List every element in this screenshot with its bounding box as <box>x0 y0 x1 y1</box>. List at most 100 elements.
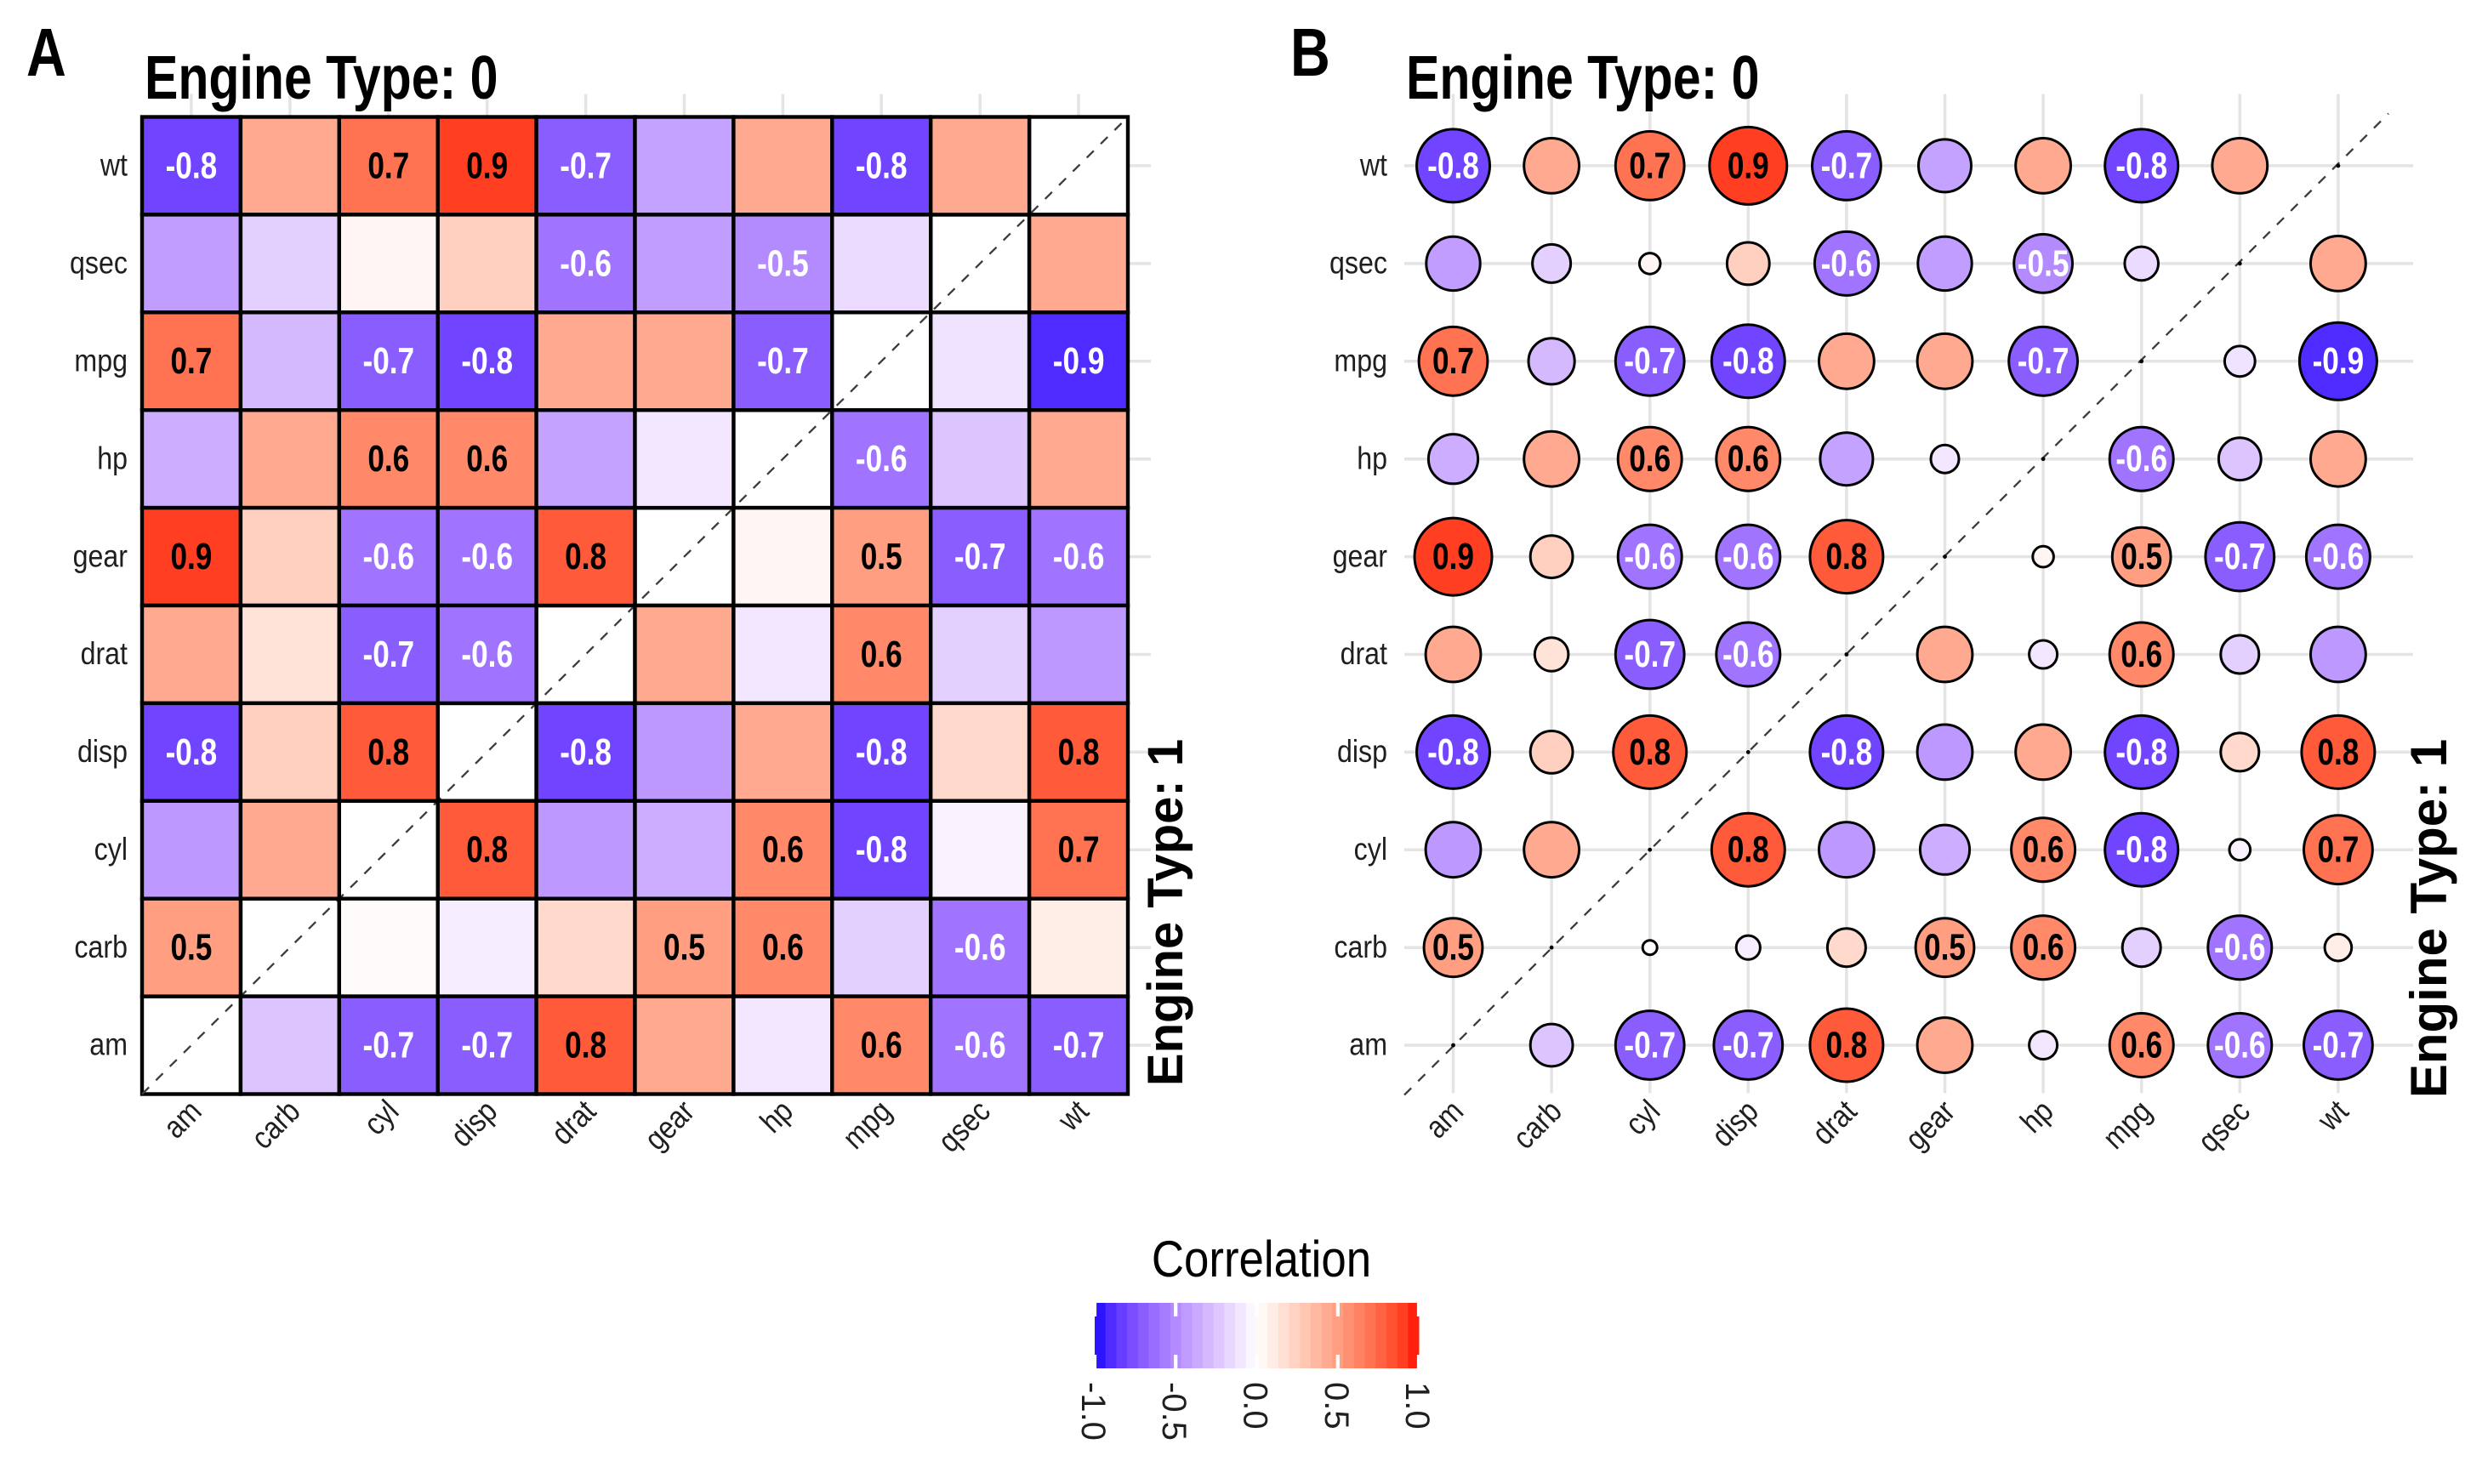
svg-text:-0.7: -0.7 <box>1624 1025 1676 1066</box>
svg-text:0.8: 0.8 <box>1825 536 1867 577</box>
svg-text:-0.8: -0.8 <box>1427 145 1479 187</box>
svg-text:-0.6: -0.6 <box>461 536 513 577</box>
svg-text:0.6: 0.6 <box>762 927 804 969</box>
svg-text:-0.7: -0.7 <box>1624 341 1676 383</box>
svg-text:-0.7: -0.7 <box>2313 1025 2365 1066</box>
svg-text:drat: drat <box>1341 637 1388 672</box>
svg-text:-0.6: -0.6 <box>362 536 414 577</box>
svg-text:-0.8: -0.8 <box>856 145 908 187</box>
svg-text:0.8: 0.8 <box>367 731 409 773</box>
svg-text:-0.7: -0.7 <box>1722 1025 1774 1066</box>
svg-text:hp: hp <box>97 441 128 476</box>
svg-text:0.8: 0.8 <box>565 536 606 577</box>
svg-text:-0.6: -0.6 <box>2214 1025 2266 1066</box>
svg-text:-0.8: -0.8 <box>560 731 612 773</box>
svg-text:0.7: 0.7 <box>1629 145 1671 187</box>
svg-text:-0.7: -0.7 <box>362 634 414 675</box>
svg-text:0.5: 0.5 <box>663 927 705 969</box>
svg-text:-0.8: -0.8 <box>166 145 218 187</box>
svg-text:0.6: 0.6 <box>2023 927 2064 969</box>
svg-text:0.7: 0.7 <box>1432 341 1474 383</box>
svg-text:0.8: 0.8 <box>1728 829 1769 871</box>
svg-text:mpg: mpg <box>74 344 128 379</box>
svg-text:A: A <box>26 15 66 91</box>
svg-text:gear: gear <box>1333 539 1387 574</box>
svg-text:carb: carb <box>1334 930 1387 965</box>
svg-text:-0.7: -0.7 <box>1053 1025 1105 1066</box>
svg-text:-0.7: -0.7 <box>2018 341 2069 383</box>
svg-text:-0.7: -0.7 <box>461 1025 513 1066</box>
svg-text:drat: drat <box>81 637 128 672</box>
svg-text:gear: gear <box>73 539 128 574</box>
svg-text:0.8: 0.8 <box>2317 731 2359 773</box>
svg-text:0.5: 0.5 <box>861 536 902 577</box>
svg-text:-0.6: -0.6 <box>2313 536 2365 577</box>
svg-text:0.6: 0.6 <box>2023 829 2064 871</box>
svg-text:0.9: 0.9 <box>466 145 508 187</box>
svg-text:-0.7: -0.7 <box>1821 145 1873 187</box>
svg-text:0.9: 0.9 <box>1728 145 1769 187</box>
svg-text:0.5: 0.5 <box>2121 536 2162 577</box>
svg-text:-0.6: -0.6 <box>1821 243 1873 285</box>
svg-text:-0.6: -0.6 <box>1053 536 1105 577</box>
svg-text:Engine Type: 0: Engine Type: 0 <box>1406 43 1759 111</box>
svg-text:-0.8: -0.8 <box>461 341 513 383</box>
svg-text:-0.8: -0.8 <box>2115 145 2167 187</box>
svg-text:0.8: 0.8 <box>1629 731 1671 773</box>
svg-text:0.6: 0.6 <box>367 438 409 480</box>
svg-text:-0.8: -0.8 <box>2115 829 2167 871</box>
svg-text:0.9: 0.9 <box>1432 536 1474 577</box>
svg-text:hp: hp <box>1357 441 1387 476</box>
svg-text:-0.6: -0.6 <box>1722 634 1774 675</box>
svg-text:0.9: 0.9 <box>170 536 212 577</box>
svg-text:qsec: qsec <box>70 247 128 281</box>
svg-text:0.6: 0.6 <box>1629 438 1671 480</box>
svg-text:Engine Type: 1: Engine Type: 1 <box>1138 739 1193 1086</box>
svg-text:-0.5: -0.5 <box>1155 1382 1193 1441</box>
svg-text:-0.7: -0.7 <box>757 341 809 383</box>
svg-text:disp: disp <box>77 735 128 770</box>
svg-text:-0.6: -0.6 <box>954 927 1006 969</box>
svg-text:-0.8: -0.8 <box>166 731 218 773</box>
svg-text:am: am <box>1349 1028 1387 1063</box>
svg-text:-0.6: -0.6 <box>560 243 612 285</box>
svg-text:-0.7: -0.7 <box>1624 634 1676 675</box>
svg-text:Engine Type: 0: Engine Type: 0 <box>145 43 498 111</box>
svg-text:0.0: 0.0 <box>1237 1382 1274 1430</box>
svg-text:-0.6: -0.6 <box>954 1025 1006 1066</box>
svg-text:cyl: cyl <box>94 833 128 867</box>
svg-text:0.5: 0.5 <box>1432 927 1474 969</box>
svg-text:-0.8: -0.8 <box>1821 731 1873 773</box>
svg-text:Correlation: Correlation <box>1152 1231 1371 1288</box>
svg-text:0.6: 0.6 <box>861 634 902 675</box>
svg-text:-0.7: -0.7 <box>362 1025 414 1066</box>
svg-text:-0.7: -0.7 <box>2214 536 2266 577</box>
svg-text:0.6: 0.6 <box>2121 1025 2162 1066</box>
svg-text:0.6: 0.6 <box>2121 634 2162 675</box>
svg-text:-0.8: -0.8 <box>1722 341 1774 383</box>
svg-text:-0.6: -0.6 <box>1624 536 1676 577</box>
svg-text:0.8: 0.8 <box>1825 1025 1867 1066</box>
svg-text:0.6: 0.6 <box>466 438 508 480</box>
svg-text:-0.6: -0.6 <box>1722 536 1774 577</box>
svg-text:-0.9: -0.9 <box>2313 341 2365 383</box>
svg-text:0.5: 0.5 <box>1924 927 1966 969</box>
svg-text:-0.9: -0.9 <box>1053 341 1105 383</box>
svg-text:-1.0: -1.0 <box>1074 1382 1112 1441</box>
svg-text:1.0: 1.0 <box>1398 1382 1436 1430</box>
svg-text:cyl: cyl <box>1354 833 1387 867</box>
svg-text:-0.8: -0.8 <box>856 731 908 773</box>
svg-text:-0.8: -0.8 <box>856 829 908 871</box>
svg-text:-0.7: -0.7 <box>954 536 1006 577</box>
svg-text:-0.5: -0.5 <box>757 243 809 285</box>
svg-text:0.7: 0.7 <box>170 341 212 383</box>
svg-text:0.7: 0.7 <box>367 145 409 187</box>
svg-text:-0.8: -0.8 <box>1427 731 1479 773</box>
svg-text:disp: disp <box>1337 735 1387 770</box>
svg-text:0.7: 0.7 <box>2317 829 2359 871</box>
svg-text:0.6: 0.6 <box>1728 438 1769 480</box>
svg-text:-0.8: -0.8 <box>2115 731 2167 773</box>
svg-text:0.8: 0.8 <box>565 1025 606 1066</box>
svg-text:0.6: 0.6 <box>762 829 804 871</box>
svg-text:0.5: 0.5 <box>170 927 212 969</box>
